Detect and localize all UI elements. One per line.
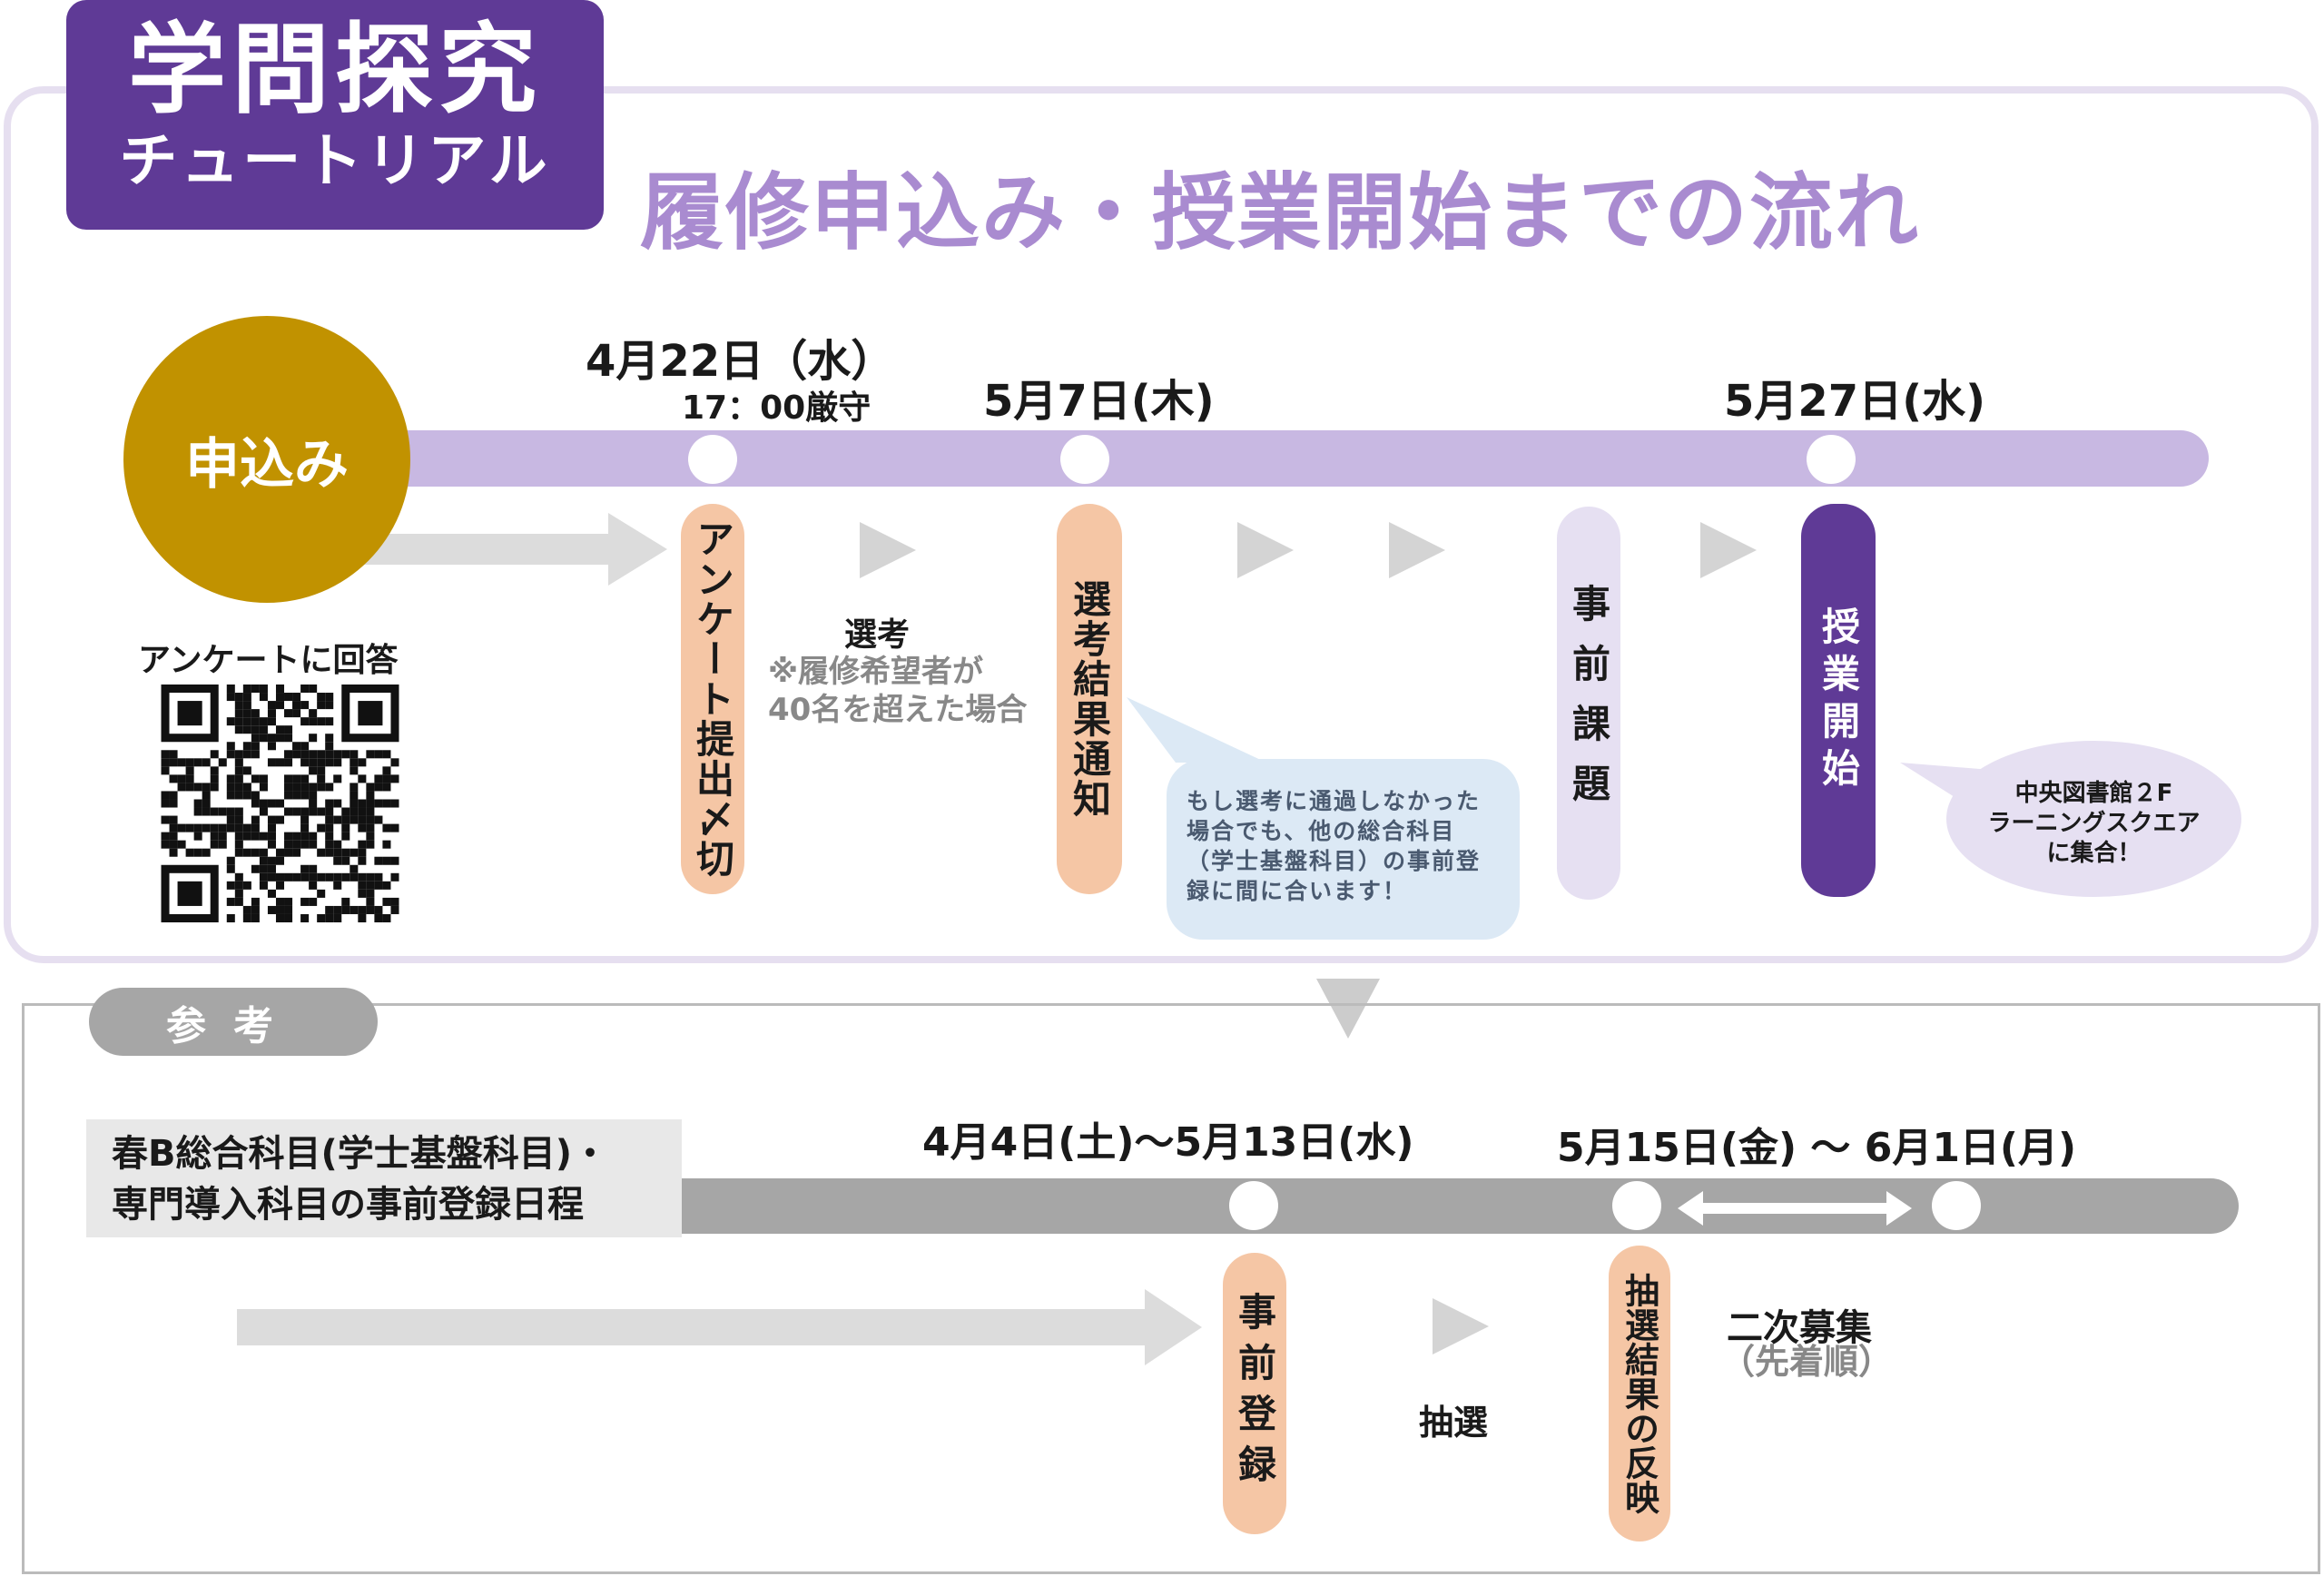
- double-arrow-icon: [1678, 1191, 1912, 1226]
- qr-code[interactable]: [160, 685, 400, 922]
- title-badge: 学問探究 チュートリアル: [66, 0, 604, 230]
- date-result: 5月7日(木): [983, 376, 1215, 427]
- flow-panel: [4, 86, 2319, 963]
- bubble-tail: [1127, 697, 1266, 763]
- timeline-dot: [1932, 1181, 1981, 1230]
- reference-label-line: 春B総合科目(学士基盤科目)・: [112, 1133, 609, 1175]
- start-circle: 申込み: [123, 316, 410, 603]
- timeline-bar: [267, 430, 2209, 487]
- triangle-arrow-icon: [860, 522, 916, 578]
- timeline-dot: [1060, 435, 1109, 484]
- headline: 履修申込み・授業開始までの流れ: [640, 164, 1921, 261]
- reference-timeline-bar: [682, 1178, 2239, 1234]
- step-result-notice: 選考結果通知: [1057, 504, 1122, 894]
- selection-note: ※履修希望者が: [768, 654, 984, 690]
- selection-fail-bubble: もし選考に通過しなかった場合でも、他の総合科目（学士基盤科目）の事前登録に間に合…: [1167, 759, 1520, 940]
- triangle-arrow-icon: [1433, 1298, 1489, 1354]
- triangle-arrow-icon: [1700, 522, 1757, 578]
- reference-label-line: 専門導入科目の事前登録日程: [112, 1184, 584, 1226]
- reference-panel: [22, 1003, 2320, 1574]
- selection-note: 40名を超えた場合: [768, 692, 1028, 728]
- triangle-arrow-icon: [1237, 522, 1294, 578]
- meeting-place-bubble: 中央図書館２F ラーニングスクエア に集合！: [1946, 741, 2241, 897]
- reference-label: 春B総合科目(学士基盤科目)・ 専門導入科目の事前登録日程: [86, 1119, 682, 1237]
- reference-tag: 参考: [89, 988, 378, 1056]
- step-pre-assignment: 事前課題: [1557, 507, 1620, 900]
- pre-registration-period: 4月4日(土)～5月13日(水): [922, 1119, 1414, 1166]
- place-line: に集合！: [2046, 840, 2142, 867]
- timeline-dot: [1612, 1181, 1661, 1230]
- timeline-dot: [1807, 435, 1856, 484]
- second-recruit-period: 5月15日(金) ～ 6月1日(月): [1557, 1125, 2077, 1171]
- down-arrow-icon: [1316, 979, 1380, 1039]
- deadline-time: 17：00厳守: [682, 389, 872, 427]
- step-class-start: 授業開始: [1801, 504, 1876, 897]
- lottery-label: 抽選: [1419, 1403, 1489, 1443]
- place-line: 中央図書館２F: [2014, 780, 2173, 807]
- selection-label: 選考: [844, 616, 911, 654]
- step-pre-registration: 事前登録: [1223, 1253, 1286, 1534]
- timeline-dot: [688, 435, 737, 484]
- place-line: ラーニングスクエア: [1987, 810, 2201, 837]
- second-recruit-note: （先着順）: [1720, 1342, 1894, 1382]
- date-deadline: 4月22日（水）: [586, 336, 895, 387]
- badge-title: 学問探究: [127, 14, 542, 127]
- step-lottery-result: 抽選結果の反映: [1609, 1246, 1670, 1542]
- arrow-icon: [363, 513, 667, 586]
- date-start: 5月27日(水): [1724, 376, 1986, 427]
- timeline-dot: [1229, 1181, 1278, 1230]
- qr-label: アンケートに回答: [138, 642, 399, 679]
- step-survey-deadline: アンケート提出〆切: [681, 504, 744, 894]
- arrow-icon: [237, 1289, 1202, 1365]
- second-recruit-label: 二次募集: [1727, 1307, 1872, 1349]
- badge-subtitle: チュートリアル: [119, 128, 551, 195]
- triangle-arrow-icon: [1389, 522, 1445, 578]
